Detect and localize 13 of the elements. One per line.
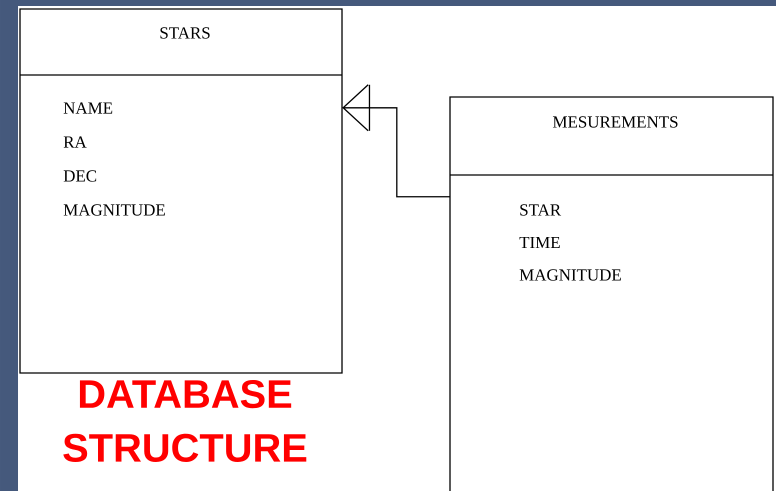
entity-box (19, 8, 343, 374)
attribute-text: NAME (64, 102, 112, 114)
connector-arrow (342, 84, 450, 198)
entity-box (449, 96, 774, 491)
attribute-text: STAR (520, 204, 562, 216)
title: DATABASE STRUCTURE (63, 380, 306, 462)
attribute-text: MAGNITUDE (520, 269, 621, 281)
attribute-text: RA (64, 136, 87, 148)
entity-name: MESUREMENTS (552, 116, 678, 128)
attribute-text: TIME (520, 236, 560, 248)
attribute-text: MAGNITUDE (64, 204, 165, 216)
attribute-text: DEC (64, 170, 96, 182)
entity-name: STARS (160, 27, 210, 39)
